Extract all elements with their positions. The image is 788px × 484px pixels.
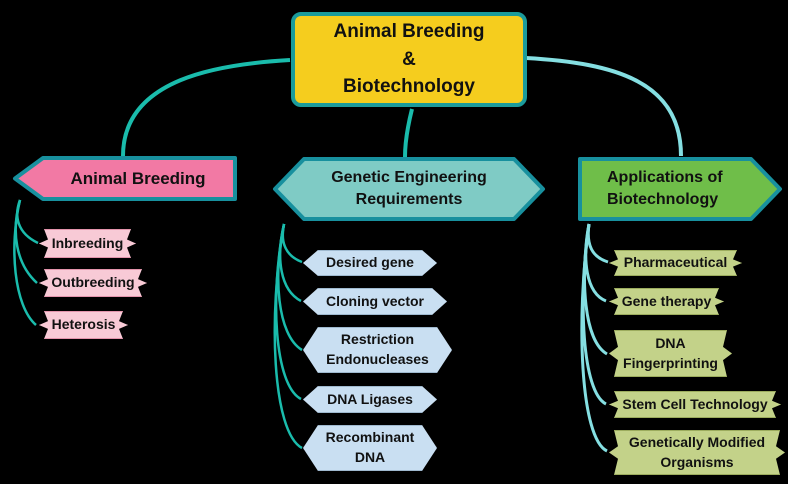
branch-banner-animal-breeding: Animal Breeding [12, 155, 238, 202]
connector-to-recombinant-dna [273, 223, 303, 450]
item-recombinant-dna: Recombinant DNA [303, 425, 437, 471]
item-genetically-modified-organisms: Genetically Modified Organisms [609, 430, 785, 475]
left-arrow-banner-shape [13, 156, 237, 201]
branch-label: Animal Breeding [70, 168, 206, 188]
connector-title-to-animal-breeding [121, 58, 291, 157]
connector-to-desired-gene [281, 223, 303, 264]
item-desired-gene: Desired gene [303, 250, 437, 276]
item-heterosis: Heterosis [39, 311, 128, 339]
connector-to-genetically-modified-organisms [580, 223, 608, 453]
connector-to-inbreeding [16, 199, 39, 245]
connector-to-pharmaceutical [586, 223, 609, 264]
item-outbreeding: Outbreeding [39, 269, 147, 297]
item-pharmaceutical: Pharmaceutical [609, 250, 742, 276]
connector-title-to-genetic-engineering [403, 108, 414, 158]
connector-to-heterosis [13, 199, 37, 326]
item-cloning-vector: Cloning vector [303, 288, 447, 315]
right-arrow-banner-shape [578, 157, 782, 221]
central-topic-animal-breeding-and-biotechnology: Animal Breeding & Biotechnology [291, 12, 527, 107]
connector-title-to-applications [525, 56, 683, 157]
item-restriction-endonucleases: Restriction Endonucleases [303, 327, 452, 373]
item-gene-therapy: Gene therapy [609, 288, 724, 315]
branch-label: Applications of Biotechnology [607, 169, 723, 208]
item-dna-fingerprinting: DNA Fingerprinting [609, 330, 732, 377]
branch-banner-genetic-engineering-requirements: Genetic Engineering Requirements [272, 156, 546, 222]
item-stem-cell-technology: Stem Cell Technology [609, 391, 781, 418]
branch-banner-applications-of-biotechnology: Applications of Biotechnology [577, 156, 783, 222]
item-dna-ligases: DNA Ligases [303, 386, 437, 413]
branch-label: Genetic Engineering Requirements [331, 169, 487, 208]
item-inbreeding: Inbreeding [39, 229, 136, 258]
hexagon-banner-shape [273, 157, 545, 221]
